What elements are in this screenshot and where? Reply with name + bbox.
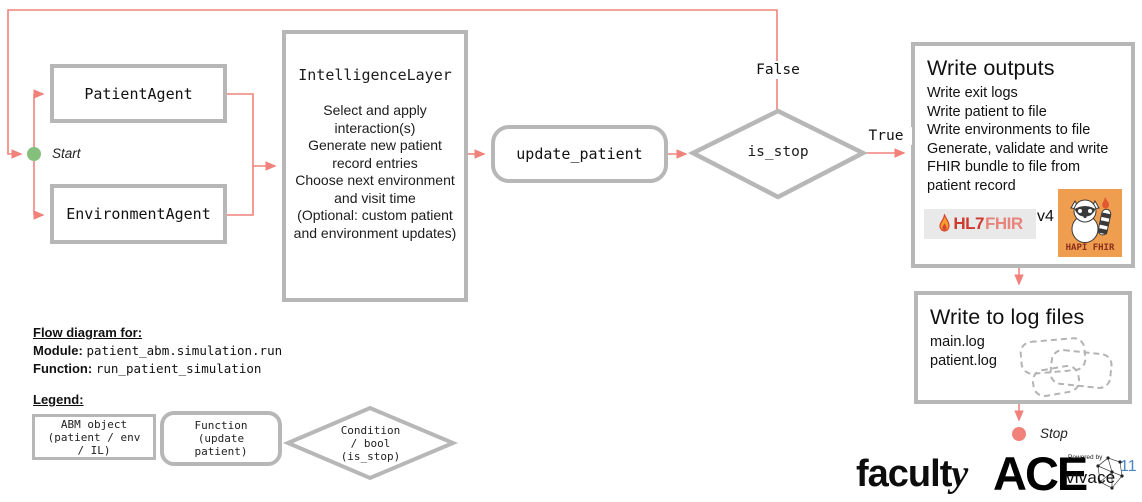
intelligence-layer-node: IntelligenceLayer Select and apply inter… (282, 30, 468, 302)
flow-diagram-heading: Flow diagram for: (33, 325, 143, 340)
environment-agent-node: EnvironmentAgent (50, 184, 227, 244)
il-task-choose: Choose next environment and visit time (295, 172, 455, 206)
faculty-logo: faculty (856, 452, 968, 496)
write-outputs-node: Write outputs Write exit logs Write pati… (911, 42, 1135, 268)
stop-dot (1012, 427, 1026, 441)
il-task-optional: (Optional: custom patient and environmen… (293, 207, 457, 241)
powered-by-label: Powered by (1068, 454, 1103, 461)
vivace-logo: Powered by vivace (1066, 452, 1124, 498)
function-label: Function: (33, 361, 93, 376)
fhir-logo-text: FHIR (984, 214, 1023, 233)
update-patient-node: update_patient (491, 125, 668, 183)
legend-condition-label: Condition / bool (is_stop) (340, 424, 401, 463)
legend-abm-object-shape: ABM object (patient / env / IL) (32, 414, 156, 460)
connector-false-loop (7, 9, 778, 159)
legend-abm-object-label: ABM object (patient / env / IL) (47, 417, 141, 457)
function-value: run_patient_simulation (95, 361, 262, 376)
write-outputs-line-environments: Write environments to file (927, 122, 1091, 138)
patient-agent-label: PatientAgent (84, 84, 193, 103)
hapi-raccoon-icon: HAPI FHIR (1058, 189, 1122, 257)
hl7-flame-icon (939, 214, 950, 232)
vivace-logo-text: vivace (1066, 468, 1116, 487)
write-outputs-title: Write outputs (927, 56, 1055, 80)
page-number: 11 (1120, 458, 1137, 475)
il-task-select: Select and apply interaction(s) (323, 102, 427, 136)
faculty-logo-italic-y: y (951, 453, 968, 495)
legend-heading: Legend: (33, 392, 84, 407)
write-logs-title: Write to log files (930, 305, 1085, 329)
vivace-network-icon (1096, 456, 1124, 490)
module-line: Module: patient_abm.simulation.run (33, 342, 282, 360)
branch-true-label: True (860, 127, 912, 145)
update-patient-label: update_patient (516, 145, 643, 163)
legend-function-label: Function (update patient) (194, 419, 248, 458)
il-task-generate: Generate new patient record entries (308, 137, 442, 171)
module-label: Module: (33, 343, 83, 358)
module-value: patient_abm.simulation.run (86, 343, 283, 358)
hl7-logo-text: HL7 (953, 214, 984, 233)
patient-agent-node: PatientAgent (50, 64, 227, 123)
intelligence-layer-title: IntelligenceLayer (298, 66, 452, 84)
environment-agent-label: EnvironmentAgent (66, 205, 211, 223)
branch-false-label: False (750, 61, 806, 79)
legend-function-shape: Function (update patient) (160, 411, 282, 466)
stop-label: Stop (1040, 426, 1068, 441)
write-outputs-line-patient: Write patient to file (927, 103, 1047, 120)
function-line: Function: run_patient_simulation (33, 360, 282, 378)
write-logs-file-main: main.log (930, 334, 985, 350)
hapi-logo-text: HAPI FHIR (1066, 243, 1115, 253)
legend-condition-diamond (282, 405, 459, 481)
write-outputs-line-fhir: Generate, validate and write FHIR bundle… (927, 140, 1109, 194)
is-stop-label: is_stop (747, 144, 809, 160)
is-stop-diamond (688, 108, 868, 200)
faculty-logo-text: facult (856, 453, 952, 495)
hapi-fhir-logo: HAPI FHIR (1058, 189, 1122, 257)
connector-agents-merge (227, 93, 254, 216)
log-files-scribble-icon (1018, 336, 1118, 401)
fhir-version-label: v4 (1037, 208, 1054, 225)
diagram-info: Flow diagram for: Module: patient_abm.si… (33, 324, 282, 378)
write-outputs-line-exit-logs: Write exit logs (927, 85, 1018, 101)
start-dot (27, 147, 41, 161)
start-label: Start (52, 146, 81, 161)
ace-logo: ACE (993, 447, 1088, 500)
write-logs-node: Write to log files main.log patient.log (914, 291, 1132, 404)
hl7-fhir-logo: HL7 FHIR (924, 209, 1036, 239)
write-logs-file-patient: patient.log (930, 352, 997, 369)
